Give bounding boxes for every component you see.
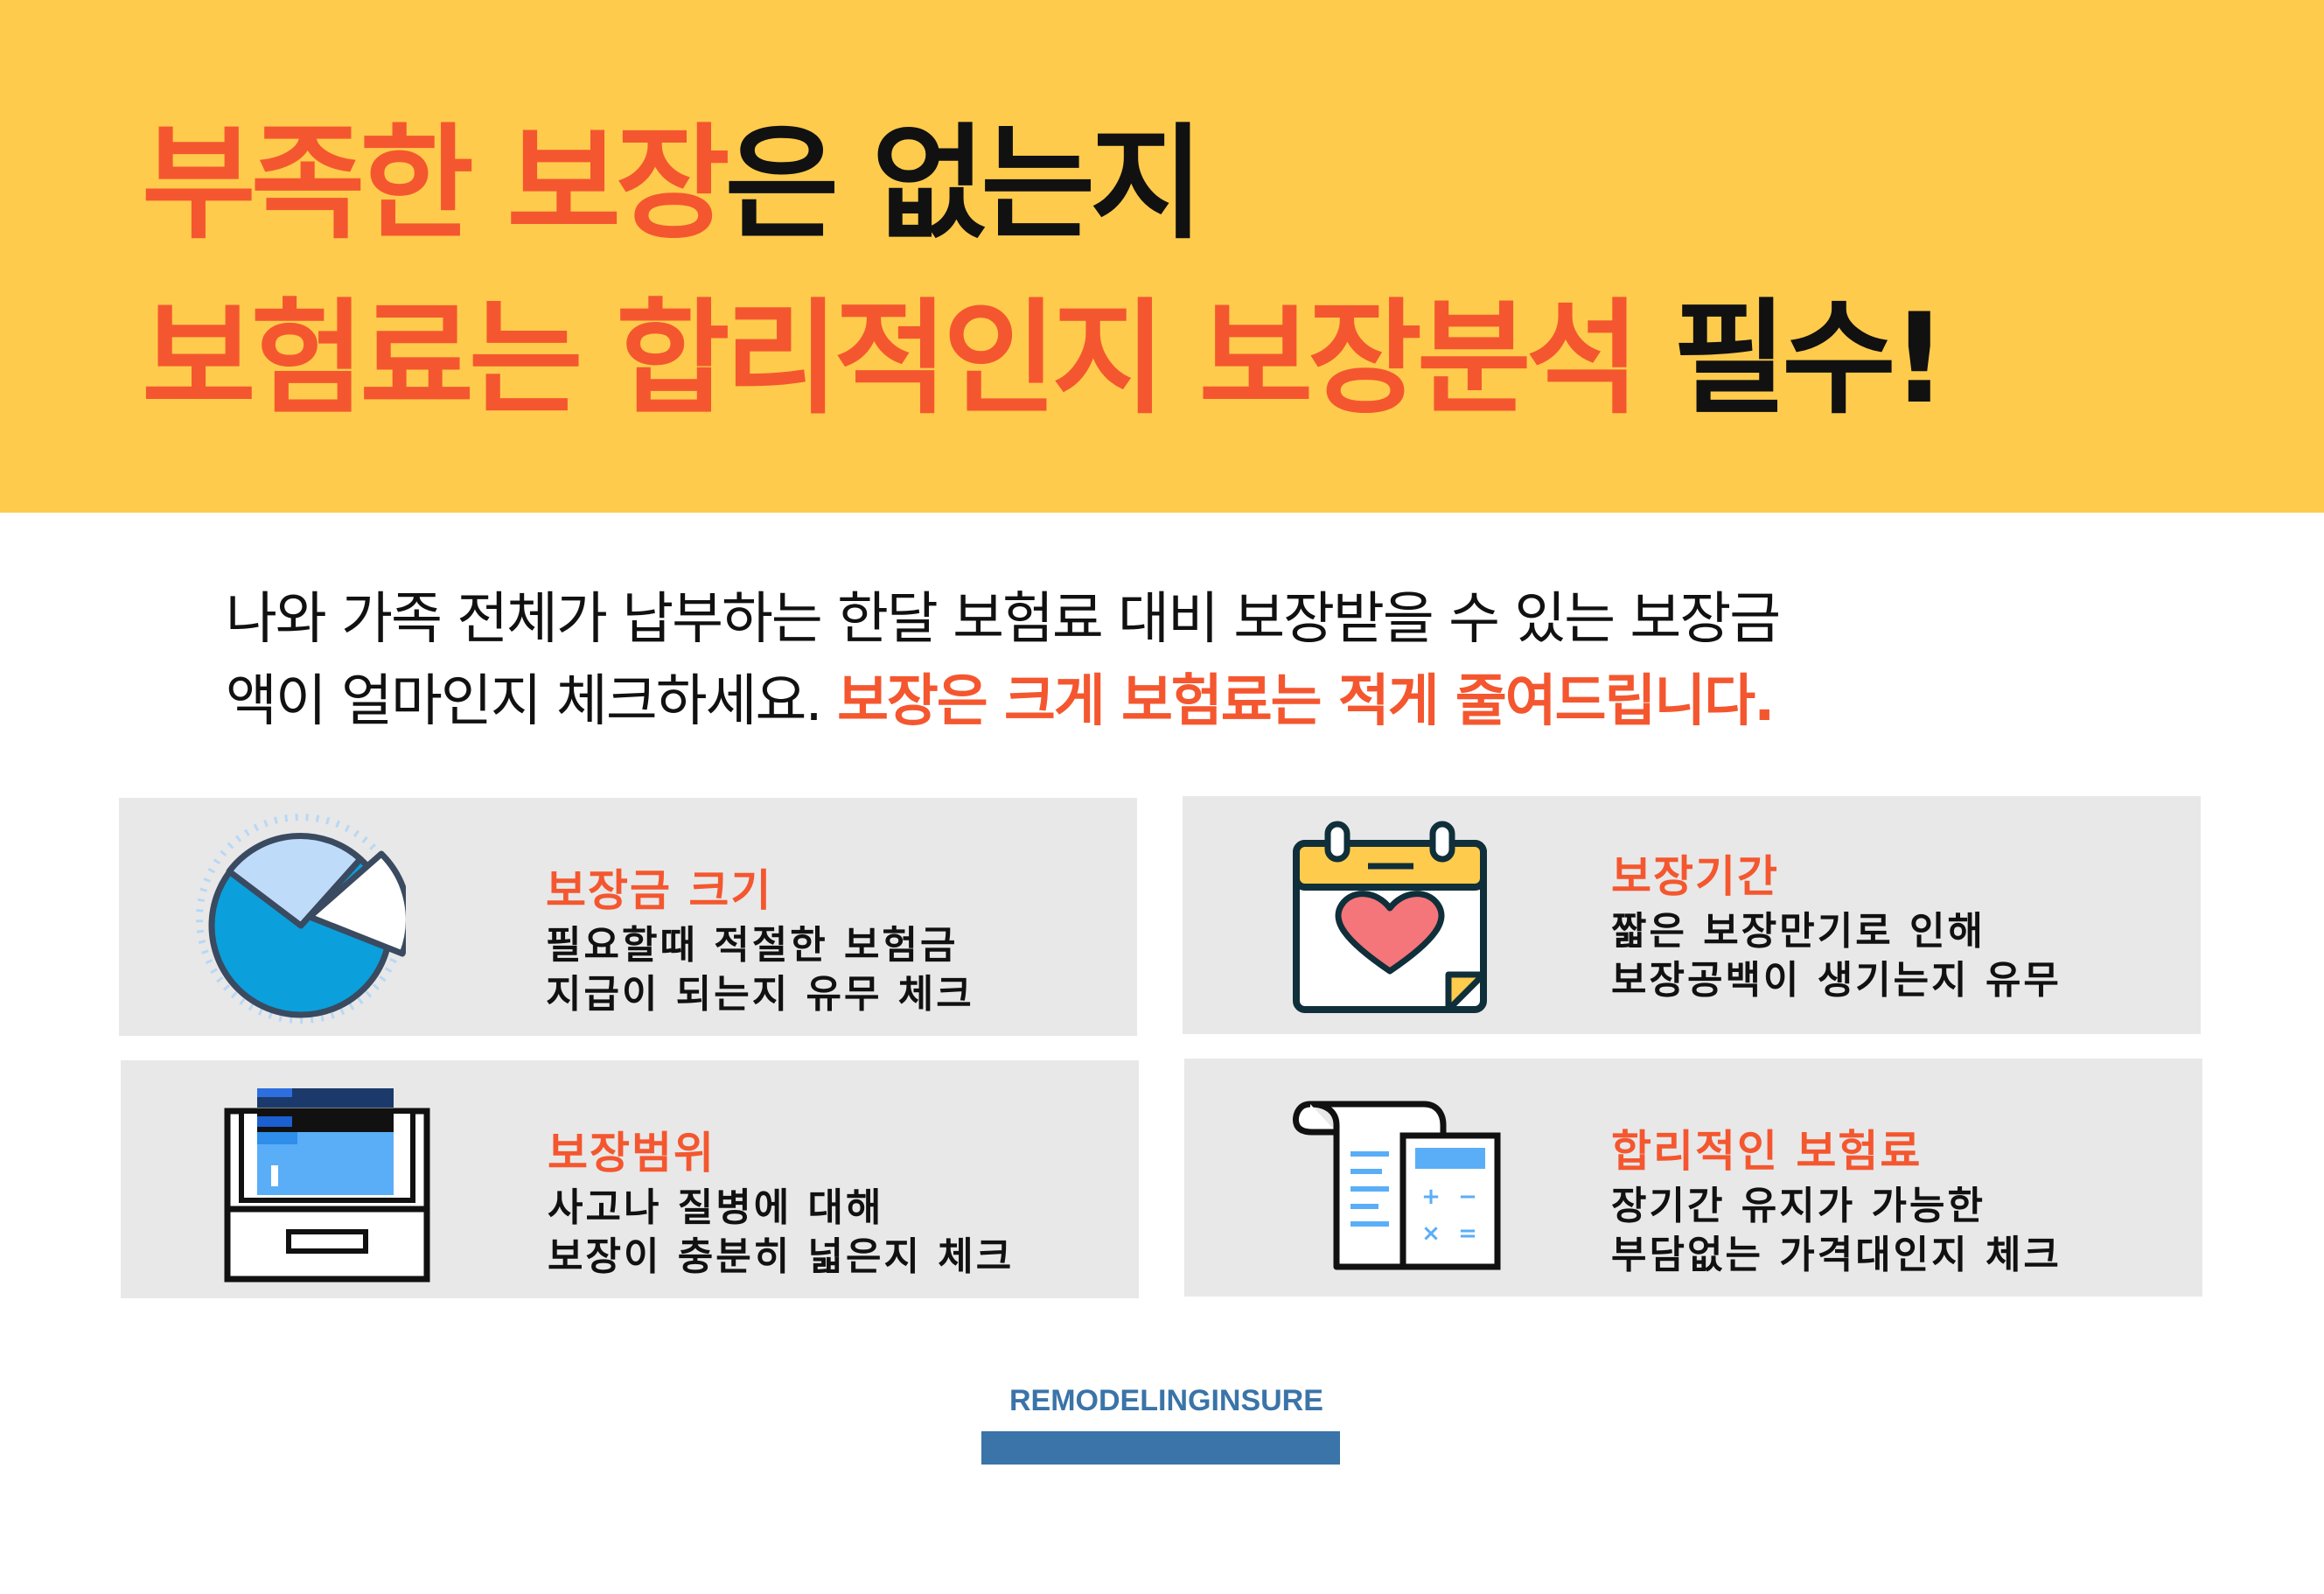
card-title: 보장기간 [1611,851,1779,902]
card-coverage-amount: 보장금 크기 필요할때 적절한 보험금 지급이 되는지 유무 체크 [119,798,1137,1036]
card-coverage-period: 보장기간 짧은 보장만기로 인해 보장공백이 생기는지 유무 [1183,796,2201,1034]
card-reasonable-premium: + − × = 합리적인 보험료 장기간 유지가 가능한 부담없는 가격대인지 … [1184,1059,2202,1297]
svg-text:+: + [1421,1184,1441,1210]
card-title: 합리적인 보험료 [1611,1126,1923,1177]
headline-banner: 부족한 보장은 없는지 보험료는 합리적인지 보장분석 필수! [0,0,2324,513]
card-coverage-scope: 보장범위 사고나 질병에 대해 보장이 충분히 넓은지 체크 [121,1060,1139,1298]
intro-line-2-accent: 보장은 크게 보험료는 적게 줄여드립니다. [837,669,1775,734]
headline-line-2: 보험료는 합리적인지 보장분석 필수! [142,297,1948,422]
card-desc-line-1: 장기간 유지가 가능한 [1611,1184,1986,1228]
intro-line-1: 나와 가족 전체가 납부하는 한달 보험료 대비 보장받을 수 있는 보장금 [226,587,1781,652]
card-desc-line-2: 보장공백이 생기는지 유무 [1611,958,2062,1003]
card-desc-line-1: 필요할때 적절한 보험금 [546,923,959,968]
calculator-document-icon: + − × = [1293,1097,1503,1272]
pie-chart-icon [196,814,406,1024]
intro-line-2: 액이 얼마인지 체크하세요. 보장은 크게 보험료는 적게 줄여드립니다. [226,674,1775,730]
svg-text:×: × [1421,1220,1441,1247]
card-title: 보장범위 [548,1128,715,1178]
intro-line-2-plain: 액이 얼마인지 체크하세요. [226,669,838,734]
headline-line-2-accent: 보험료는 합리적인지 보장분석 [142,287,1640,431]
file-drawer-icon [222,1081,432,1284]
card-desc-line-2: 보장이 충분히 넓은지 체크 [548,1234,1015,1279]
card-desc-line-2: 부담없는 가격대인지 체크 [1611,1233,2062,1277]
brand-name: REMODELINGINSURE [1009,1384,1323,1417]
svg-text:=: = [1458,1220,1477,1247]
headline-line-2-rest: 필수! [1635,287,1948,431]
headline-line-1-rest: 은 없는지 [724,112,1204,256]
calendar-heart-icon [1291,817,1489,1015]
headline-line-1: 부족한 보장은 없는지 [142,122,1204,247]
headline-line-1-accent: 부족한 보장 [142,112,730,256]
svg-text:−: − [1458,1184,1477,1210]
card-title: 보장금 크기 [546,865,773,916]
brand-bar [981,1431,1340,1465]
card-desc-line-2: 지급이 되는지 유무 체크 [546,972,974,1017]
card-desc-line-1: 사고나 질병에 대해 [548,1185,884,1230]
card-desc-line-1: 짧은 보장만기로 인해 [1611,909,1986,954]
